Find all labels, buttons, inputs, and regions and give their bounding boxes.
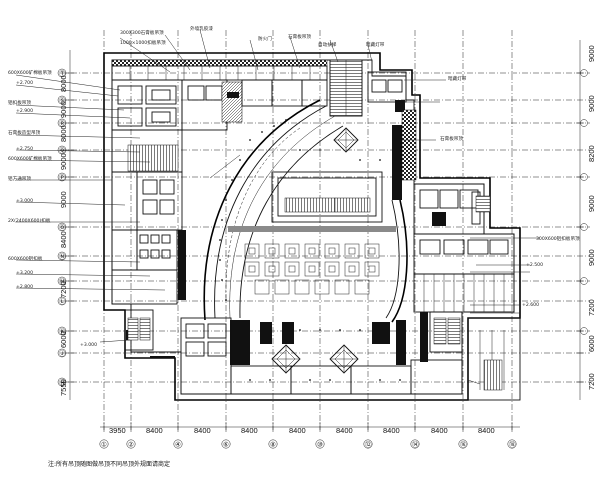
row-dim-left-1: 8000 bbox=[59, 75, 68, 92]
row-bubble-3: Ⓡ bbox=[59, 120, 66, 128]
row-dim-left-5: 9000 bbox=[59, 191, 68, 208]
col-bubble-1: ① bbox=[101, 441, 107, 449]
row-dims-left: 8000 9000 8000 9000 9000 8400 7200 6000 … bbox=[59, 75, 68, 396]
annotation-7: 暗藏灯带 bbox=[366, 41, 385, 48]
row-bubble-7: Ⓝ bbox=[59, 253, 66, 261]
row-bubble-6: Ⓞ bbox=[59, 224, 66, 232]
row-dim-right-8: 7200 bbox=[587, 373, 596, 390]
col-bubble-9: ⑯ bbox=[460, 441, 467, 449]
column-axis-bottom: 3950 8400 8400 8400 8400 8400 8400 8400 … bbox=[99, 422, 520, 449]
row-bubble-11: Ⓙ bbox=[59, 350, 66, 358]
annotation-6: 自动扶梯 bbox=[318, 41, 337, 48]
annotation-26: +2.600 bbox=[522, 302, 539, 308]
row-dim-left-2: 9000 bbox=[59, 101, 68, 118]
row-dim-left-8: 6000 bbox=[59, 331, 68, 348]
row-dim-right-3: 8200 bbox=[587, 145, 596, 162]
annotation-21: +3.000 bbox=[80, 342, 97, 348]
row-dim-right-4: 9000 bbox=[587, 195, 596, 212]
row-bubble-9: Ⓛ bbox=[59, 298, 66, 306]
annotation-1: 300X300石膏板吊顶 bbox=[120, 29, 164, 36]
row-dim-left-3: 8000 bbox=[59, 125, 68, 142]
annotation-12: +2.900 bbox=[16, 108, 33, 114]
annotation-20: +2.800 bbox=[16, 284, 33, 290]
downlights bbox=[219, 119, 401, 381]
drawing-note: 注:所有吊顶随图做吊顶不同吊顶外规面请商定 bbox=[48, 460, 170, 468]
annotation-14: 600X600矿棉板吊顶 bbox=[8, 155, 52, 162]
annotation-23: 石膏板吊顶 bbox=[440, 135, 463, 142]
row-bubble-5: Ⓟ bbox=[59, 174, 66, 182]
ceiling-medallion-bottom-left bbox=[271, 344, 301, 374]
annotation-5: 石膏板吊顶 bbox=[288, 33, 311, 40]
col-bubble-7: ⑫ bbox=[365, 441, 372, 449]
annotation-22: 暗藏灯带 bbox=[448, 75, 467, 82]
annotation-24: 300X600铝扣板吊顶 bbox=[536, 235, 580, 242]
row-dim-left-9: 7550 bbox=[59, 379, 68, 396]
col-dim-3: 8400 bbox=[194, 426, 211, 435]
annotation-15: 铝方通吊顶 bbox=[8, 175, 31, 182]
row-bubble-4: Ⓠ bbox=[59, 147, 66, 155]
col-dim-2: 8400 bbox=[146, 426, 163, 435]
annotation-13: +2.750 bbox=[16, 146, 33, 152]
annotations: 300X300石膏板吊顶 1000×1000扣板吊顶 外墙乳胶漆 防火门 石膏板… bbox=[8, 25, 580, 348]
annotation-8: 600X600矿棉板吊顶 bbox=[8, 69, 52, 76]
row-bubble-1: Ⓣ bbox=[59, 70, 66, 78]
central-atrium bbox=[203, 99, 417, 374]
ceiling-medallion-bottom-right bbox=[329, 344, 359, 374]
row-bubble-12: Ⓗ bbox=[59, 379, 66, 387]
row-dim-left-6: 8400 bbox=[59, 231, 68, 248]
row-dim-right-1: 9000 bbox=[587, 45, 596, 62]
north-band bbox=[111, 59, 407, 117]
annotation-25: +2.500 bbox=[526, 262, 543, 268]
col-bubble-4: ⑥ bbox=[223, 441, 229, 449]
row-axis-left: 8000 9000 8000 9000 9000 8400 7200 6000 … bbox=[57, 50, 74, 400]
col-dim-5: 8400 bbox=[289, 426, 306, 435]
col-dim-9: 8400 bbox=[478, 426, 495, 435]
row-dim-right-5: 9000 bbox=[587, 249, 596, 266]
col-dim-8: 8400 bbox=[431, 426, 448, 435]
ceiling-medallion-top bbox=[333, 127, 359, 153]
col-bubble-2: ② bbox=[128, 441, 134, 449]
annotation-18: 600X600铝扣板 bbox=[8, 255, 43, 262]
row-dim-left-4: 9000 bbox=[59, 153, 68, 170]
col-bubble-3: ④ bbox=[175, 441, 181, 449]
col-bubble-10: ⑱ bbox=[509, 441, 516, 449]
annotation-19: +3.200 bbox=[16, 270, 33, 276]
col-bubble-8: ⑭ bbox=[412, 441, 419, 449]
annotation-4: 防火门 bbox=[258, 35, 272, 42]
col-dim-1: 3950 bbox=[109, 426, 126, 435]
annotation-17: 2X(2400X600)扣板 bbox=[8, 217, 51, 224]
row-axis-right: 9000 9000 8200 9000 9000 7200 6000 7200 bbox=[576, 40, 596, 400]
col-bubble-6: ⑩ bbox=[317, 441, 323, 449]
col-dim-6: 8400 bbox=[336, 426, 353, 435]
row-bubble-8: Ⓜ bbox=[59, 278, 66, 286]
annotation-2: 1000×1000扣板吊顶 bbox=[120, 39, 166, 46]
east-wing bbox=[413, 183, 521, 401]
annotation-10: 石膏板造型吊顶 bbox=[8, 129, 41, 136]
annotation-16: +3.000 bbox=[16, 198, 33, 204]
col-dim-4: 8400 bbox=[241, 426, 258, 435]
annotation-11: +2.700 bbox=[16, 80, 33, 86]
annotation-3: 外墙乳胶漆 bbox=[190, 25, 213, 32]
row-bubble-2: Ⓢ bbox=[59, 97, 66, 105]
row-bubble-10: Ⓚ bbox=[59, 328, 66, 336]
row-dim-right-7: 6000 bbox=[587, 335, 596, 352]
row-dim-right-6: 7200 bbox=[587, 299, 596, 316]
row-dim-right-2: 9000 bbox=[587, 95, 596, 112]
south-range bbox=[150, 317, 463, 395]
annotation-9: 铝扣板吊顶 bbox=[8, 99, 31, 106]
col-dim-7: 8400 bbox=[383, 426, 400, 435]
row-dim-left-7: 7200 bbox=[59, 281, 68, 298]
west-wing bbox=[111, 79, 328, 351]
col-bubble-5: ⑧ bbox=[270, 441, 276, 449]
